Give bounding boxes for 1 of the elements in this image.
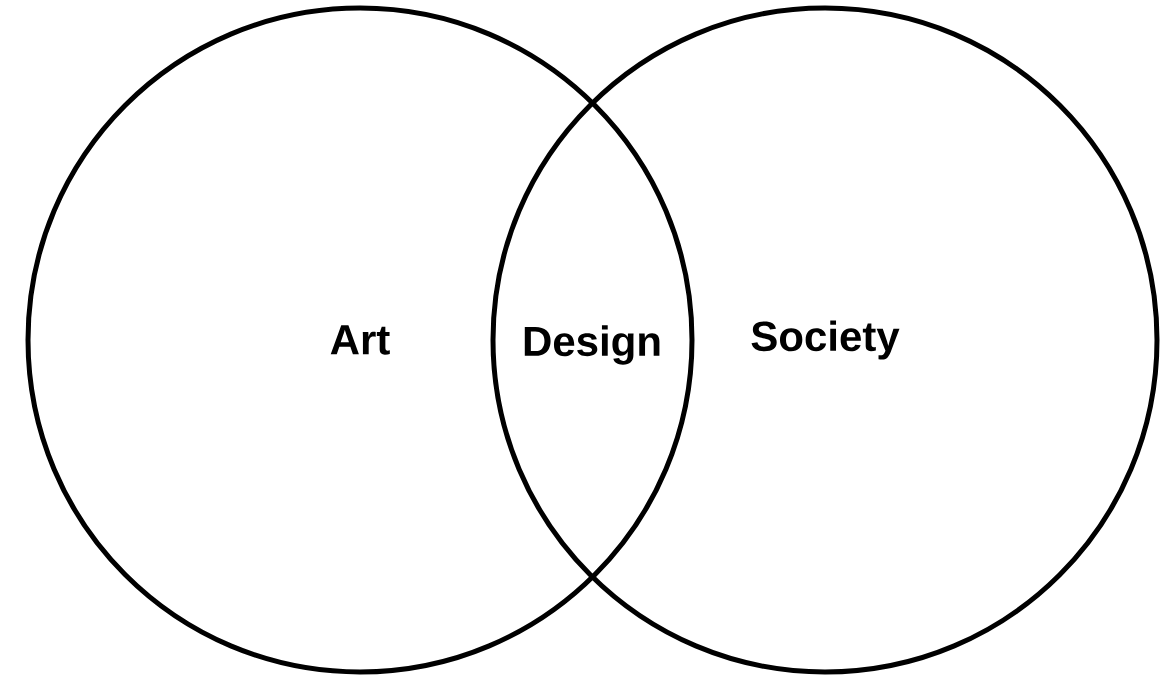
overlap-label: Design <box>524 325 660 365</box>
